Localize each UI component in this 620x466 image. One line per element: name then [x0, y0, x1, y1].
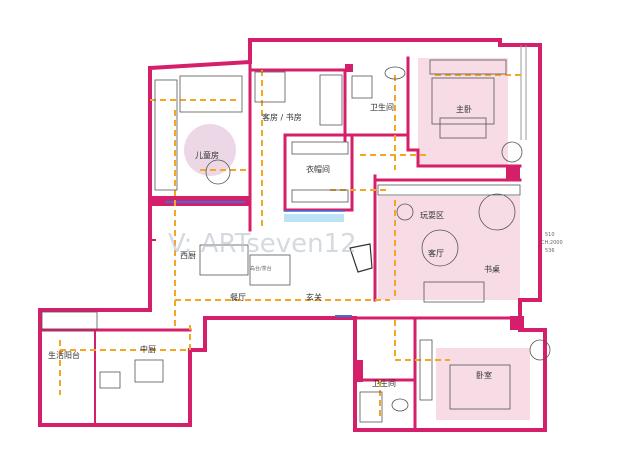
living-room-fill: [378, 196, 520, 300]
furniture: [41, 59, 551, 423]
label-island: 岛台/茶台: [250, 265, 272, 272]
windows: [165, 45, 527, 317]
label-western-kitchen: 西厨: [180, 251, 196, 260]
label-bathroom-bottom: 卫生间: [372, 378, 396, 388]
label-entrance: 玄关: [306, 292, 322, 302]
column: [345, 64, 353, 72]
label-bedroom: 卧室: [476, 370, 492, 380]
room-labels: 儿童房 客房 / 书房 卫生间 主卧 衣帽间 玩耍区 客厅 书桌 西厨 岛台/茶…: [48, 102, 500, 388]
label-dining-room: 餐厅: [230, 293, 246, 302]
watermark: V: ARTseven12: [168, 229, 357, 259]
label-kitchen: 中厨: [140, 344, 156, 354]
label-laundry-balcony: 生活阳台: [48, 350, 80, 360]
bedroom-fill: [436, 348, 530, 420]
label-study-corner: 书桌: [484, 264, 500, 274]
label-guest-study: 客房 / 书房: [262, 112, 302, 122]
dimension-notes: 510 CH:2000 536: [541, 232, 563, 254]
master-bedroom-fill: [418, 58, 508, 166]
column: [506, 166, 520, 180]
note-dim-3: 536: [545, 248, 555, 254]
label-living-room: 客厅: [428, 248, 444, 258]
label-play-area: 玩耍区: [420, 211, 444, 220]
label-bathroom-top: 卫生间: [370, 102, 394, 112]
window-strip-cloak: [284, 214, 344, 222]
column: [510, 316, 524, 330]
label-master-bedroom: 主卧: [456, 104, 472, 114]
label-cloakroom: 衣帽间: [306, 164, 330, 174]
label-children-room: 儿童房: [195, 150, 219, 160]
children-room-rug: [184, 124, 236, 176]
note-dim-1: 510: [545, 232, 555, 238]
note-dim-2: CH:2000: [541, 240, 563, 246]
column: [353, 360, 363, 382]
